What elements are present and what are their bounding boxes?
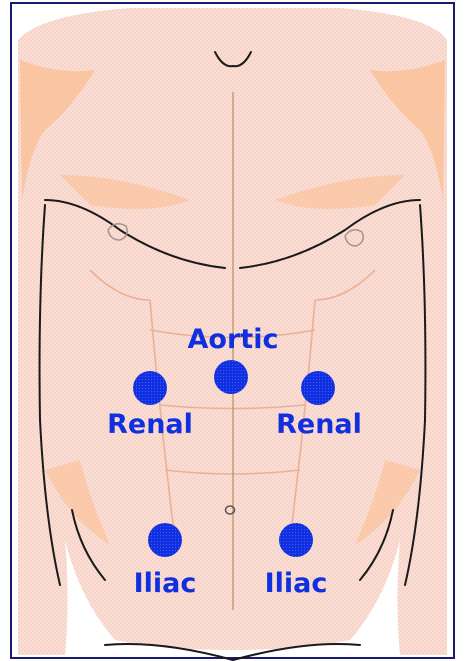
renal-left-marker [301, 371, 335, 405]
aortic-label: Aortic [188, 324, 279, 355]
iliac-left-label: Iliac [265, 568, 328, 599]
iliac-right-marker [148, 523, 182, 557]
renal-left-label: Renal [276, 409, 362, 440]
iliac-left-marker [279, 523, 313, 557]
renal-right-label: Renal [107, 409, 193, 440]
iliac-right-label: Iliac [134, 568, 197, 599]
renal-right-marker [133, 371, 167, 405]
aortic-marker [214, 360, 248, 394]
